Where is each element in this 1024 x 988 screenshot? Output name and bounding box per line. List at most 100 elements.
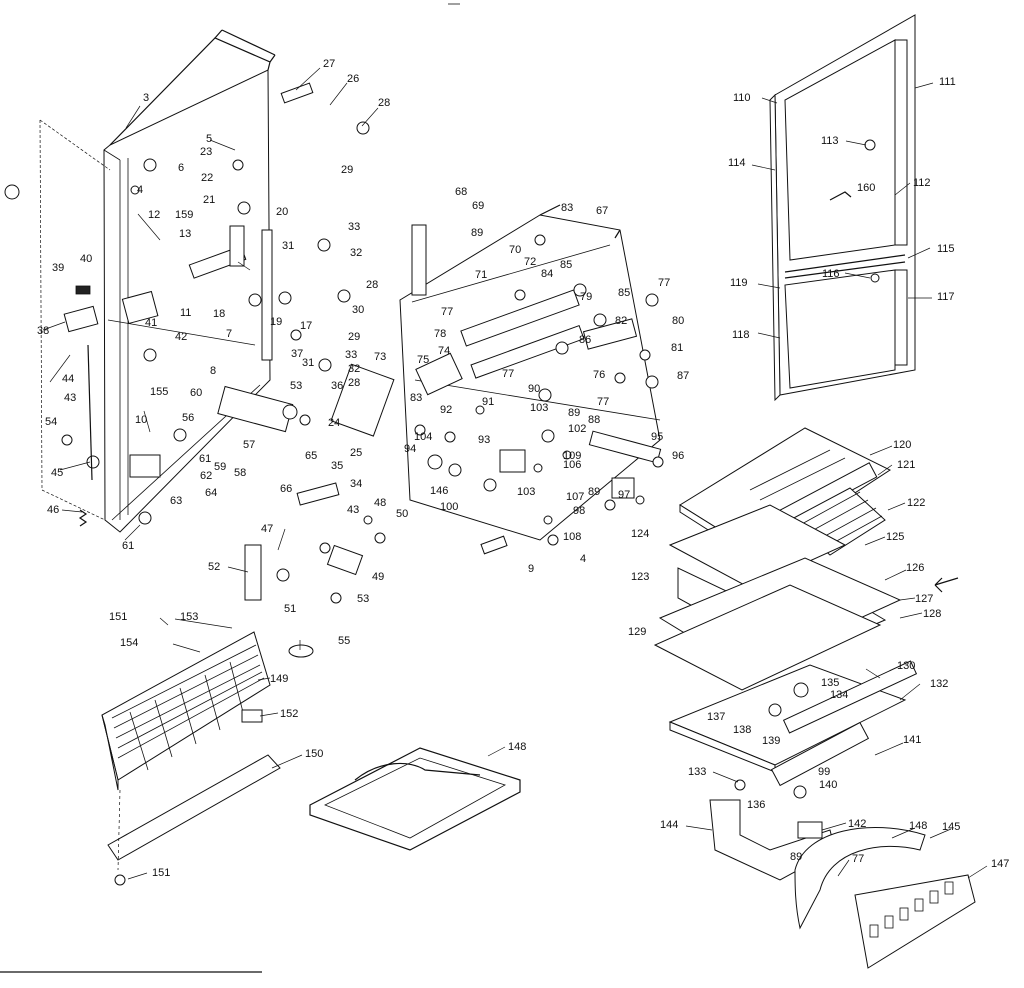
callout-77b: 77 bbox=[441, 306, 453, 318]
callout-141: 141 bbox=[903, 734, 921, 746]
callout-117: 117 bbox=[937, 291, 955, 303]
callout-87: 87 bbox=[677, 370, 689, 382]
callout-72: 72 bbox=[524, 256, 536, 268]
callout-113: 113 bbox=[821, 135, 839, 147]
callout-123: 123 bbox=[631, 571, 649, 583]
callout-52: 52 bbox=[208, 561, 220, 573]
callout-139: 139 bbox=[762, 735, 780, 747]
callout-25: 25 bbox=[350, 447, 362, 459]
callout-75: 75 bbox=[417, 354, 429, 366]
callout-43: 43 bbox=[64, 392, 76, 404]
callout-91: 91 bbox=[482, 396, 494, 408]
callout-28: 28 bbox=[378, 97, 390, 109]
door-assembly bbox=[769, 14, 916, 402]
callout-79: 79 bbox=[580, 291, 592, 303]
callout-23: 23 bbox=[200, 146, 212, 158]
callout-151: 151 bbox=[109, 611, 127, 623]
callout-32: 32 bbox=[350, 247, 362, 259]
callout-127: 127 bbox=[915, 593, 933, 605]
callout-50: 50 bbox=[396, 508, 408, 520]
callout-35: 35 bbox=[331, 460, 343, 472]
callout-27: 27 bbox=[323, 58, 335, 70]
callout-94: 94 bbox=[404, 443, 416, 455]
callout-108: 108 bbox=[563, 531, 581, 543]
callout-89: 89 bbox=[471, 227, 483, 239]
callout-86: 86 bbox=[579, 334, 591, 346]
callout-134: 134 bbox=[830, 689, 848, 701]
callout-63: 63 bbox=[170, 495, 182, 507]
callout-39: 39 bbox=[52, 262, 64, 274]
callout-119: 119 bbox=[730, 277, 748, 289]
callout-49: 49 bbox=[372, 571, 384, 583]
callout-51: 51 bbox=[284, 603, 296, 615]
callout-57: 57 bbox=[243, 439, 255, 451]
callout-92: 92 bbox=[440, 404, 452, 416]
callout-74: 74 bbox=[438, 345, 450, 357]
callout-26: 26 bbox=[347, 73, 359, 85]
callout-129: 129 bbox=[628, 626, 646, 638]
callout-70: 70 bbox=[509, 244, 521, 256]
callout-85: 85 bbox=[560, 259, 572, 271]
callout-89b: 89 bbox=[568, 407, 580, 419]
callout-77c: 77 bbox=[502, 368, 514, 380]
callout-68: 68 bbox=[455, 186, 467, 198]
callout-7: 7 bbox=[226, 328, 232, 340]
callout-88: 88 bbox=[588, 414, 600, 426]
callout-84: 84 bbox=[541, 268, 553, 280]
center-panel-assembly bbox=[399, 204, 664, 555]
callout-98: 98 bbox=[573, 505, 585, 517]
callout-32b: 32 bbox=[348, 363, 360, 375]
callout-151b: 151 bbox=[152, 867, 170, 879]
callout-114: 114 bbox=[728, 157, 746, 169]
callout-128: 128 bbox=[923, 608, 941, 620]
callout-160: 160 bbox=[857, 182, 875, 194]
callout-37: 37 bbox=[291, 348, 303, 360]
callout-90: 90 bbox=[528, 383, 540, 395]
callout-136: 136 bbox=[747, 799, 765, 811]
callout-96: 96 bbox=[672, 450, 684, 462]
callout-65: 65 bbox=[305, 450, 317, 462]
cabinet-assembly bbox=[4, 29, 395, 658]
callout-28c: 28 bbox=[348, 377, 360, 389]
callout-78: 78 bbox=[434, 328, 446, 340]
callout-148: 148 bbox=[508, 741, 526, 753]
callout-29: 29 bbox=[341, 164, 353, 176]
callout-45: 45 bbox=[51, 467, 63, 479]
callout-137: 137 bbox=[707, 711, 725, 723]
callout-77d: 77 bbox=[597, 396, 609, 408]
callout-20: 20 bbox=[276, 206, 288, 218]
drawer-assembly bbox=[653, 427, 976, 969]
callout-77e: 77 bbox=[852, 853, 864, 865]
callout-138: 138 bbox=[733, 724, 751, 736]
callout-33b: 33 bbox=[345, 349, 357, 361]
callout-89d: 89 bbox=[790, 851, 802, 863]
callout-73: 73 bbox=[374, 351, 386, 363]
callout-11: 11 bbox=[180, 307, 191, 319]
callout-146: 146 bbox=[430, 485, 448, 497]
callout-6: 6 bbox=[178, 162, 184, 174]
callout-122: 122 bbox=[907, 497, 925, 509]
callout-22: 22 bbox=[201, 172, 213, 184]
callout-148b: 148 bbox=[909, 820, 927, 832]
callout-85b: 85 bbox=[618, 287, 630, 299]
callout-83b: 83 bbox=[410, 392, 422, 404]
callout-61: 61 bbox=[199, 453, 211, 465]
callout-89c: 89 bbox=[588, 486, 600, 498]
callout-44: 44 bbox=[62, 373, 74, 385]
callout-48: 48 bbox=[374, 497, 386, 509]
callout-116: 116 bbox=[822, 268, 840, 280]
callout-80: 80 bbox=[672, 315, 684, 327]
callout-labels: 3 27 26 28 5 23 29 6 4 22 21 159 20 12 1… bbox=[37, 58, 1009, 879]
callout-38: 38 bbox=[37, 325, 49, 337]
callout-3: 3 bbox=[143, 92, 149, 104]
callout-152: 152 bbox=[280, 708, 298, 720]
callout-155: 155 bbox=[150, 386, 168, 398]
callout-145: 145 bbox=[942, 821, 960, 833]
callout-104: 104 bbox=[414, 431, 432, 443]
callout-111: 111 bbox=[939, 76, 956, 88]
callout-112: 112 bbox=[913, 177, 931, 189]
callout-5: 5 bbox=[206, 133, 212, 145]
callout-159: 159 bbox=[175, 209, 193, 221]
